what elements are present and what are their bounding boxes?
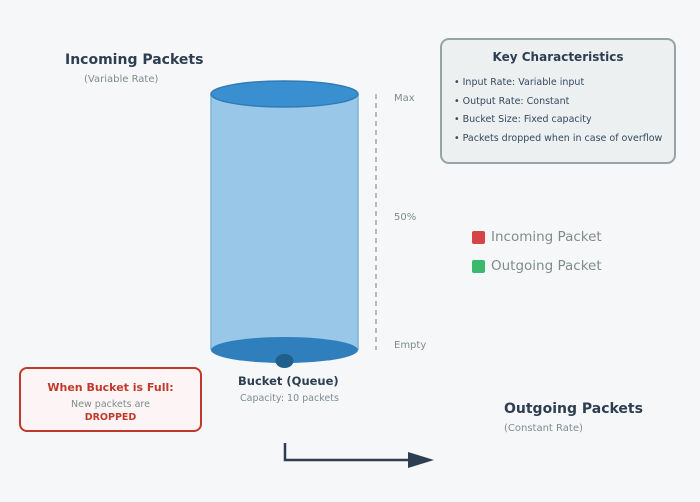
key-characteristics-title: Key Characteristics bbox=[492, 50, 624, 64]
key-characteristics-list: • Input Rate: Variable input • Output Ra… bbox=[454, 74, 662, 148]
key-item: • Bucket Size: Fixed capacity bbox=[454, 114, 592, 125]
outgoing-packet-swatch bbox=[472, 259, 485, 273]
output-arrow-head bbox=[408, 452, 434, 468]
incoming-rate-label: (Variable Rate) bbox=[84, 74, 159, 85]
bucket-full-dropped: DROPPED bbox=[84, 412, 137, 423]
bucket-title: Bucket (Queue) bbox=[238, 374, 339, 388]
bucket-bottom bbox=[211, 337, 358, 363]
bucket-full-text: New packets are bbox=[71, 399, 150, 410]
incoming-packet-swatch bbox=[472, 230, 485, 244]
scale-mid-label: 50% bbox=[394, 212, 417, 223]
scale-max-label: Max bbox=[394, 93, 415, 104]
bucket-full-title: When Bucket is Full: bbox=[47, 381, 174, 394]
legend-outgoing-label: Outgoing Packet bbox=[491, 258, 602, 274]
bucket-full-callout: When Bucket is Full: New packets are DRO… bbox=[19, 367, 202, 432]
scale-empty-label: Empty bbox=[394, 340, 427, 351]
legend-incoming: Incoming Packet bbox=[472, 229, 602, 245]
outgoing-rate-label: (Constant Rate) bbox=[504, 423, 583, 434]
key-item: • Packets dropped when in case of overfl… bbox=[454, 132, 663, 144]
key-characteristics-panel: Key Characteristics • Input Rate: Variab… bbox=[440, 38, 676, 164]
key-item: • Output Rate: Constant bbox=[454, 95, 570, 107]
outgoing-packets-title: Outgoing Packets bbox=[504, 401, 643, 417]
key-item: • Input Rate: Variable input bbox=[454, 77, 585, 88]
legend-incoming-label: Incoming Packet bbox=[491, 229, 602, 245]
bucket-body bbox=[211, 94, 358, 350]
output-arrow-line bbox=[283, 443, 410, 462]
legend-outgoing: Outgoing Packet bbox=[472, 258, 602, 274]
incoming-packets-title: Incoming Packets bbox=[65, 52, 204, 68]
bucket-capacity-label: Capacity: 10 packets bbox=[240, 393, 339, 404]
bucket-top-rim bbox=[210, 80, 359, 108]
bucket-outlet bbox=[275, 354, 294, 368]
